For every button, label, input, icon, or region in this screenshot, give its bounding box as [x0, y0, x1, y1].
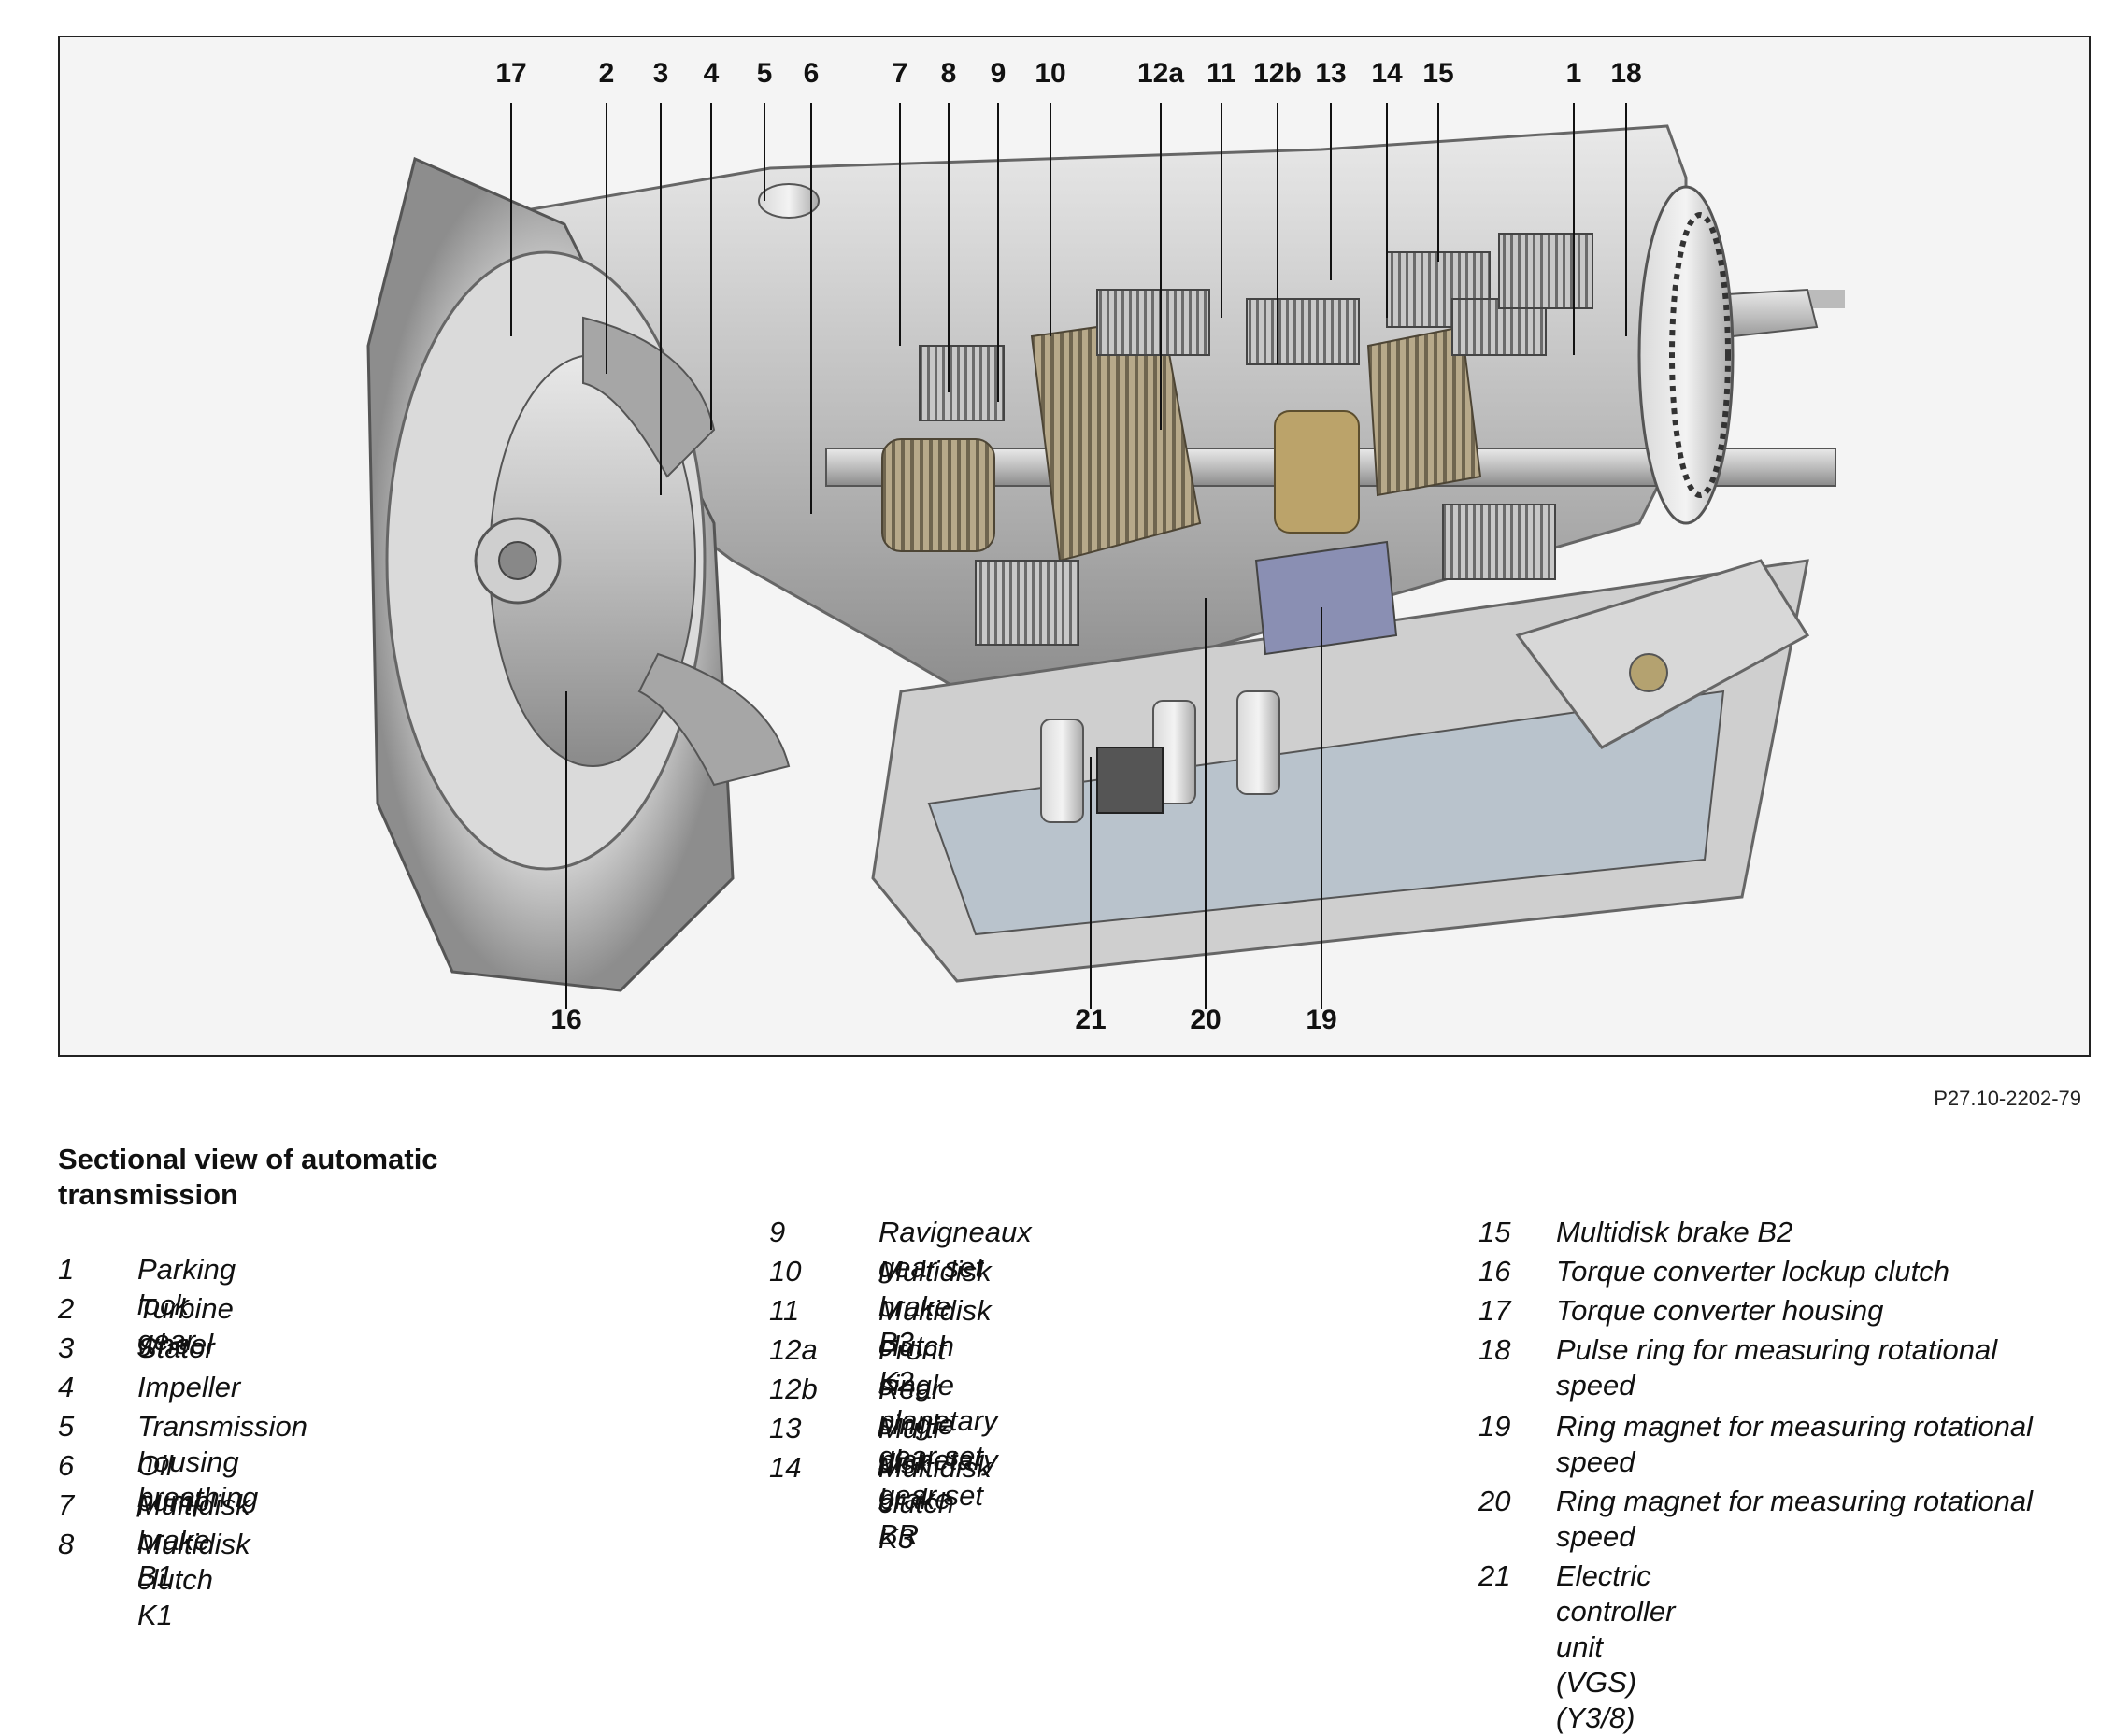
valve-body	[927, 690, 1725, 936]
transmission-cutaway-illustration	[366, 103, 1845, 1009]
callout-3: 3	[652, 58, 669, 89]
controller-unit	[1096, 747, 1164, 814]
callout-9: 9	[990, 58, 1007, 89]
clutch-pack-b1	[919, 345, 1005, 421]
callout-15: 15	[1422, 58, 1454, 89]
callout-13: 13	[1315, 58, 1347, 89]
front-planetary	[1274, 410, 1360, 534]
leader-lines	[510, 103, 1627, 1009]
breather-cap	[758, 183, 820, 219]
callout-19: 19	[1306, 1004, 1337, 1035]
turbine-blades	[582, 316, 716, 478]
callout-12a: 12a	[1136, 58, 1185, 89]
callout-10: 10	[1035, 58, 1066, 89]
callout-18: 18	[1610, 58, 1642, 89]
callout-6: 6	[803, 58, 820, 89]
callout-4: 4	[703, 58, 720, 89]
callout-5: 5	[756, 58, 773, 89]
clutch-pack-k1	[975, 560, 1079, 646]
parking-mechanism	[1515, 559, 1810, 749]
callout-14: 14	[1371, 58, 1403, 89]
ring-magnet-drum	[1254, 540, 1398, 656]
callout-17: 17	[495, 58, 527, 89]
callout-1: 1	[1565, 58, 1582, 89]
ravigneaux-set	[881, 438, 995, 552]
clutch-k2	[1246, 298, 1360, 365]
callout-8: 8	[940, 58, 957, 89]
figure-reference-code: P27.10-2202-79	[1934, 1087, 2081, 1110]
callout-12b: 12b	[1253, 58, 1302, 89]
brake-b2	[1498, 233, 1593, 309]
callout-20: 20	[1190, 1004, 1221, 1035]
callout-7: 7	[892, 58, 908, 89]
transmission-figure: 17 2 3 4 5 6 7 8 9 10 12a 11 12b 13 14 1…	[58, 36, 2091, 1057]
callout-16: 16	[550, 1004, 582, 1035]
pulse-ring	[1637, 185, 1735, 525]
callout-11: 11	[1207, 58, 1236, 89]
brake-b3	[1096, 289, 1210, 356]
caption-title: Sectional view of automatic transmission	[58, 1143, 438, 1211]
rear-planetary	[1366, 325, 1482, 497]
callout-21: 21	[1075, 1004, 1107, 1035]
callout-2: 2	[598, 58, 615, 89]
